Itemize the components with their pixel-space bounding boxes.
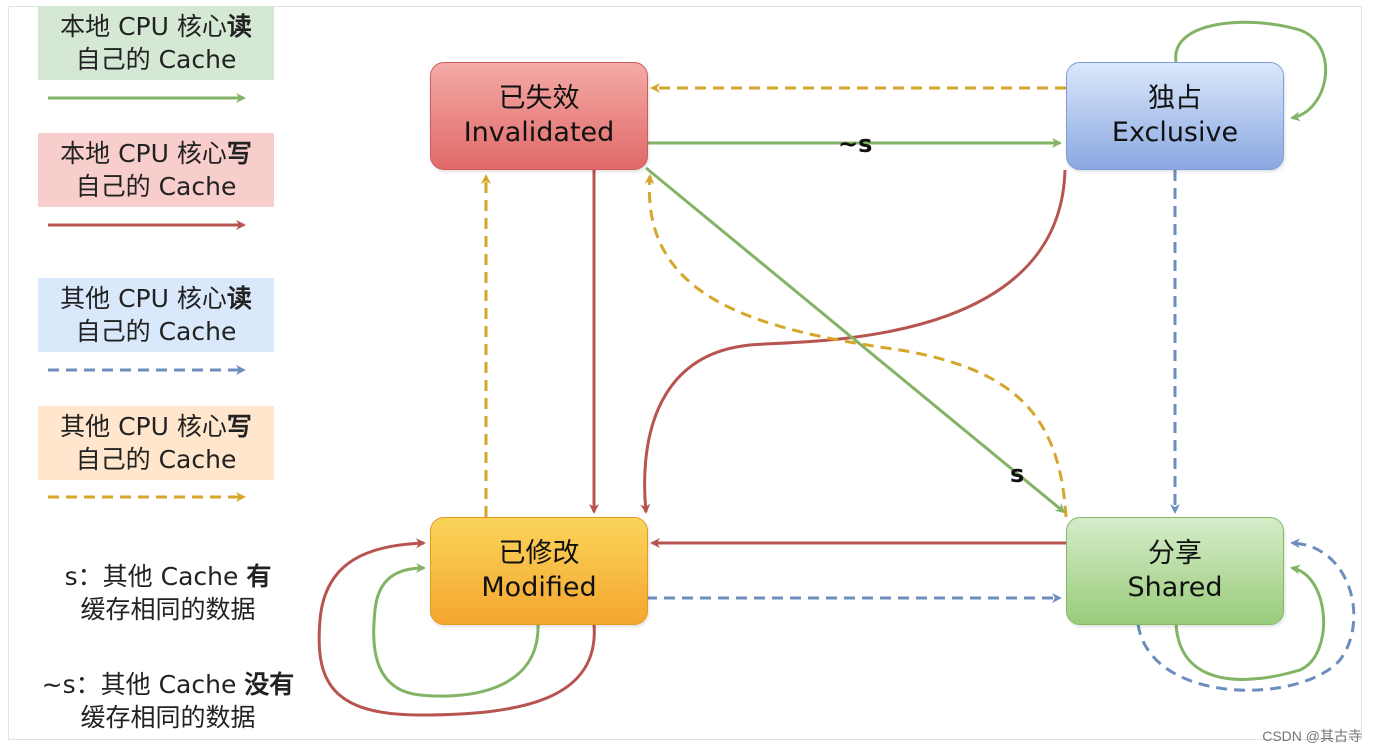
legend-remote-read: 其他 CPU 核心读 自己的 Cache <box>38 278 274 352</box>
note-s-line2: 缓存相同的数据 <box>80 595 256 624</box>
edge-exclusive-to-modified <box>640 169 1067 514</box>
state-modified-cn: 已修改 <box>498 538 580 569</box>
state-invalidated: 已失效 Invalidated <box>430 62 648 170</box>
legend-remote-write: 其他 CPU 核心写 自己的 Cache <box>38 406 274 480</box>
state-modified-en: Modified <box>481 572 597 603</box>
note-not-s-meaning: ~s：其他 Cache 没有 缓存相同的数据 <box>22 668 314 734</box>
legend-local-read-line2: 自己的 Cache <box>75 45 237 74</box>
edge-label-s: s <box>1010 460 1025 488</box>
note-not-s-line2: 缓存相同的数据 <box>80 703 256 732</box>
note-s-line1: s：其他 Cache 有 <box>64 562 272 591</box>
edge-modified-self-loop-read <box>372 563 540 698</box>
legend-local-read-line1: 本地 CPU 核心读 <box>60 12 252 41</box>
legend-local-write: 本地 CPU 核心写 自己的 Cache <box>38 133 274 207</box>
edge-modified-self-loop-write <box>317 538 596 717</box>
edge-shared-to-invalid <box>644 174 1068 518</box>
note-s-meaning: s：其他 Cache 有 缓存相同的数据 <box>28 560 308 626</box>
legend-local-read: 本地 CPU 核心读 自己的 Cache <box>38 6 274 80</box>
state-shared-cn: 分享 <box>1148 538 1202 569</box>
state-exclusive: 独占 Exclusive <box>1066 62 1284 170</box>
legend-local-write-line2: 自己的 Cache <box>75 172 237 201</box>
legend-remote-read-line1: 其他 CPU 核心读 <box>60 284 252 313</box>
state-shared-en: Shared <box>1127 572 1223 603</box>
state-exclusive-en: Exclusive <box>1111 117 1239 148</box>
state-invalidated-cn: 已失效 <box>498 83 580 114</box>
edge-label-not-s: ~s <box>838 130 873 158</box>
state-invalidated-en: Invalidated <box>463 117 615 148</box>
edge-shared-self-loop-read <box>1174 564 1326 681</box>
watermark: CSDN @其古寺 <box>1262 728 1362 744</box>
legend-local-write-line1: 本地 CPU 核心写 <box>60 139 252 168</box>
legend-remote-write-line1: 其他 CPU 核心写 <box>60 412 252 441</box>
legend-remote-write-line2: 自己的 Cache <box>75 445 237 474</box>
state-modified: 已修改 Modified <box>430 517 648 625</box>
edge-shared-self-loop-remote-read <box>1136 538 1356 692</box>
edge-exclusive-self-loop <box>1174 20 1328 122</box>
state-exclusive-cn: 独占 <box>1148 83 1202 114</box>
state-shared: 分享 Shared <box>1066 517 1284 625</box>
note-not-s-line1: ~s：其他 Cache 没有 <box>41 670 295 699</box>
legend-remote-read-line2: 自己的 Cache <box>75 317 237 346</box>
edge-invalid-to-shared <box>645 166 1066 514</box>
